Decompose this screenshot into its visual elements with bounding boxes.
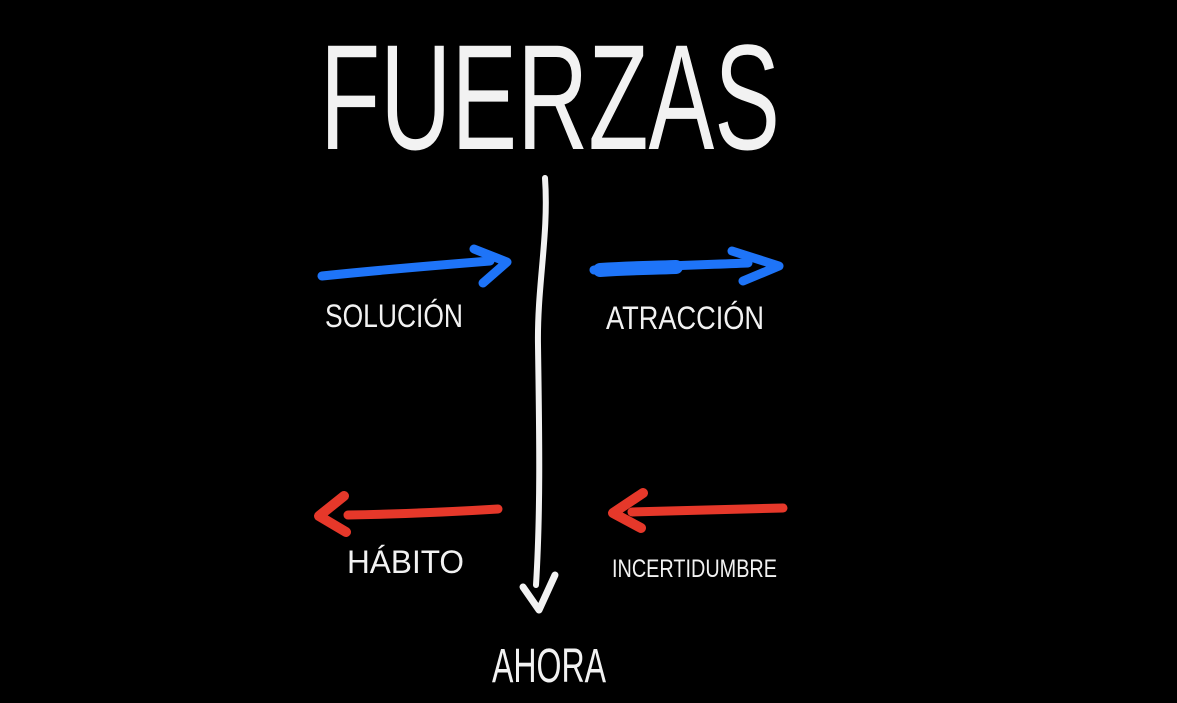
force-label-incertidumbre: INCERTIDUMBRE [612,555,777,583]
atraccion-arrowhead-icon [727,246,784,286]
solucion-arrowhead-icon [469,244,512,288]
solucion-arrow-shaft [317,256,495,281]
axis-line [533,175,549,588]
habito-arrowhead-icon [314,491,351,537]
force-label-atraccion: ATRACCIÓN [606,300,764,336]
diagram-title: FUERZAS [320,13,780,181]
axis-label-now: AHORA [492,640,606,693]
habito-arrow-shaft [343,504,503,520]
force-incertidumbre: INCERTIDUMBRE [608,488,788,583]
force-habito: HÁBITO [314,491,503,580]
force-solucion: SOLUCIÓN [317,244,512,334]
incertidumbre-arrow-shaft [627,503,788,517]
force-label-habito: HÁBITO [347,544,464,580]
axis-arrowhead-icon [519,571,559,614]
atraccion-arrow-shaft-overdraw [593,260,683,277]
incertidumbre-arrowhead-icon [608,488,648,533]
force-label-solucion: SOLUCIÓN [325,298,463,334]
force-atraccion: ATRACCIÓN [589,246,784,336]
now-axis: AHORA [492,175,606,693]
